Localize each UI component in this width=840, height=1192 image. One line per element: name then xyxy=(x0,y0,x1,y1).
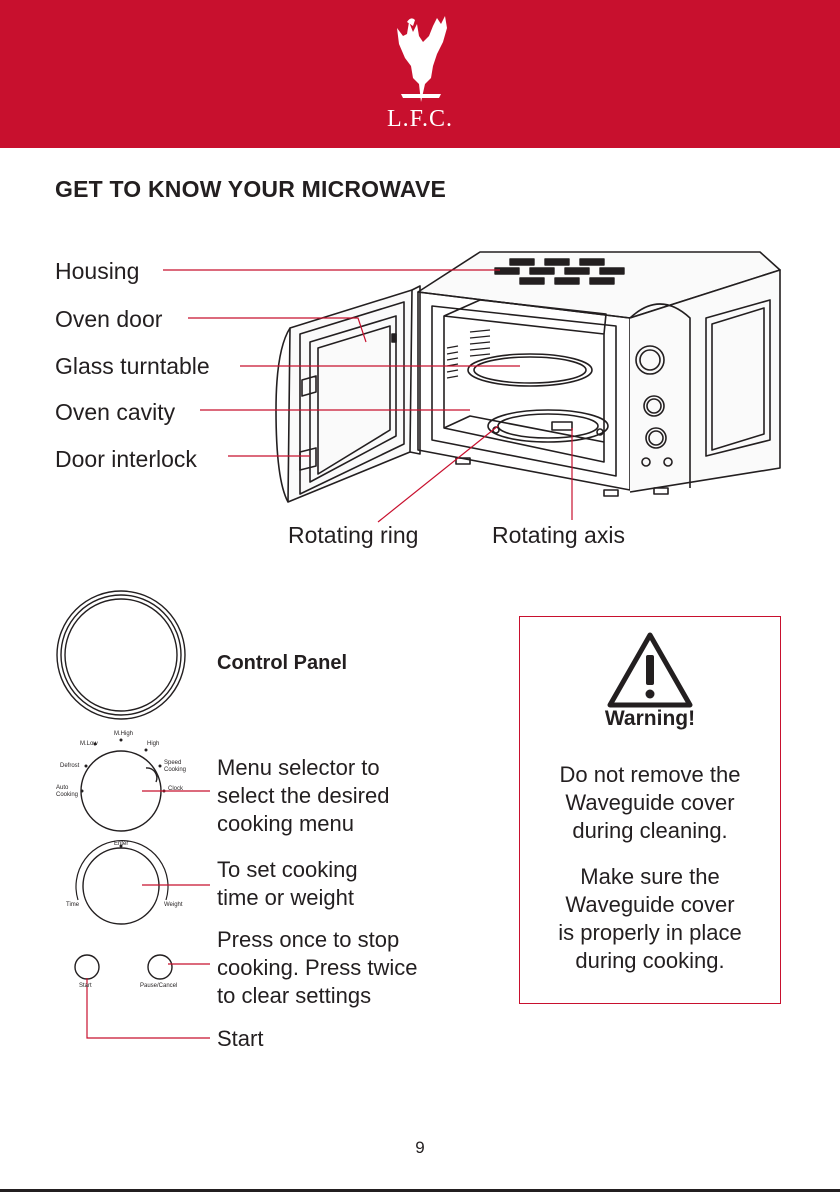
liverbird-logo-icon xyxy=(397,16,447,102)
warning-title: Warning! xyxy=(604,707,696,730)
dial-label-enter: Enter xyxy=(114,841,129,847)
dial-label-clock: Clock xyxy=(168,786,184,792)
dial-label-m-high: M.High xyxy=(114,731,134,737)
time-knob-description: To set cooking time or weight xyxy=(217,857,358,910)
button-label-pause-cancel: Pause/Cancel xyxy=(140,983,178,989)
start-button-description: Start xyxy=(217,1026,264,1051)
dial-label-weight: Weight xyxy=(164,902,183,908)
label-door-interlock: Door interlock xyxy=(55,446,197,472)
menu-selector-description: Menu selector to select the desired cook… xyxy=(217,755,390,836)
dial-label-auto-cooking: Auto Cooking xyxy=(56,785,79,798)
label-housing: Housing xyxy=(55,258,140,284)
control-panel-title: Control Panel xyxy=(217,652,348,674)
time-dial-icon xyxy=(82,847,160,925)
pause-button-description: Press once to stop cooking. Press twice … xyxy=(217,927,418,1008)
microwave-diagram xyxy=(163,251,781,523)
control-panel-diagram xyxy=(56,590,210,1039)
label-oven-door: Oven door xyxy=(55,306,163,332)
dial-label-speed-cooking: Speed Cooking xyxy=(164,760,187,773)
dial-label-time: Time xyxy=(66,902,80,908)
start-button-icon xyxy=(74,954,100,980)
pause-cancel-button-icon xyxy=(147,954,173,980)
warning-box: Warning! Do not remove the Waveguide cov… xyxy=(519,616,781,1004)
page-number: 9 xyxy=(415,1138,425,1157)
lfc-logo-text: L.F.C. xyxy=(386,106,454,132)
label-rotating-ring: Rotating ring xyxy=(288,522,419,548)
warning-paragraph-1: Do not remove the Waveguide cover during… xyxy=(559,762,741,843)
warning-triangle-icon xyxy=(607,632,693,708)
label-glass-turntable: Glass turntable xyxy=(55,353,210,379)
label-oven-cavity: Oven cavity xyxy=(55,399,176,425)
header-banner: L.F.C. xyxy=(0,0,840,148)
button-label-start: Start xyxy=(79,983,92,989)
page-title: GET TO KNOW YOUR MICROWAVE xyxy=(55,176,447,202)
warning-paragraph-2: Make sure the Waveguide cover is properl… xyxy=(558,864,742,973)
dial-label-defrost: Defrost xyxy=(60,763,80,769)
dial-label-m-low: M.Low xyxy=(80,741,98,747)
dial-label-high: High xyxy=(147,741,160,747)
label-rotating-axis: Rotating axis xyxy=(492,522,625,548)
display-ring-icon xyxy=(56,590,186,720)
bottom-rule xyxy=(0,1189,840,1192)
